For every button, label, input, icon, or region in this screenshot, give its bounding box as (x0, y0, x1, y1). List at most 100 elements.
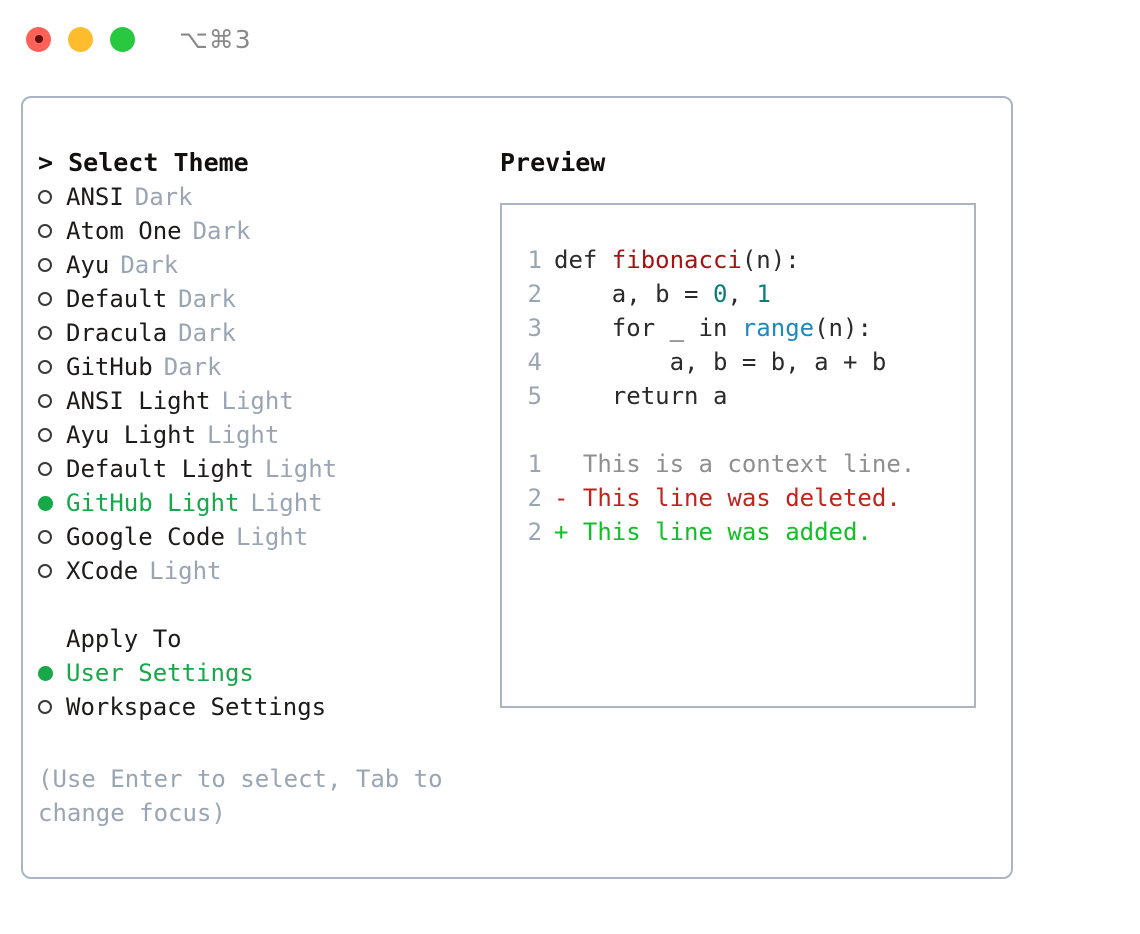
theme-variant-badge: Dark (192, 217, 251, 245)
code-text: a, b = 0, 1 (554, 277, 771, 311)
radio-mark (38, 190, 52, 204)
code-token-plain: a, b = (554, 280, 713, 308)
apply-to-label: User Settings (66, 659, 254, 687)
theme-variant-badge: Dark (178, 319, 236, 347)
diff-text-del: - This line was deleted. (554, 484, 901, 512)
diff-text-add: + This line was added. (554, 518, 872, 546)
radio-unselected-icon[interactable] (38, 520, 66, 554)
theme-variant-badge: Light (235, 523, 309, 551)
apply-to-option[interactable]: Workspace Settings (38, 690, 488, 724)
radio-selected-icon[interactable] (38, 656, 66, 690)
radio-unselected-icon[interactable] (38, 452, 66, 486)
radio-mark (38, 564, 52, 578)
radio-mark (38, 462, 52, 476)
theme-variant-badge: Light (264, 455, 338, 483)
select-theme-heading: > Select Theme (38, 148, 249, 177)
radio-mark (38, 394, 52, 408)
apply-to-heading: Apply To (66, 625, 182, 653)
radio-unselected-icon[interactable] (38, 350, 66, 384)
keyboard-hint-text: (Use Enter to select, Tab to change focu… (38, 765, 458, 827)
code-token-plain: return a (554, 382, 728, 410)
theme-name: Dracula (66, 319, 168, 347)
code-text: def fibonacci(n): (554, 243, 800, 277)
theme-name: Default (66, 285, 168, 313)
theme-name: Default Light (66, 455, 254, 483)
radio-unselected-icon[interactable] (38, 180, 66, 214)
code-text: a, b = b, a + b (554, 345, 887, 379)
line-number: 3 (527, 314, 542, 342)
radio-unselected-icon[interactable] (38, 316, 66, 350)
code-diff-gap (516, 413, 974, 447)
code-token-plain: def (554, 246, 612, 274)
theme-row[interactable]: ANSI Dark (38, 180, 488, 214)
code-text: return a (554, 379, 728, 413)
theme-variant-badge: Light (149, 557, 222, 585)
theme-variant-badge: Light (221, 387, 294, 415)
recording-indicator-icon (34, 35, 43, 43)
theme-name: Atom One (66, 217, 182, 245)
radio-unselected-icon[interactable] (38, 690, 66, 724)
theme-row[interactable]: Default Dark (38, 282, 488, 316)
line-number: 2 (527, 518, 542, 546)
theme-row[interactable]: Dracula Dark (38, 316, 488, 350)
code-token-call: range (741, 314, 815, 342)
theme-name: Google Code (66, 523, 225, 551)
radio-mark (38, 428, 52, 442)
theme-name: GitHub (66, 353, 153, 381)
radio-unselected-icon[interactable] (38, 384, 66, 418)
code-line: 2 a, b = 0, 1 (516, 277, 974, 311)
line-number: 1 (527, 450, 542, 478)
radio-unselected-icon[interactable] (38, 418, 66, 452)
theme-row[interactable]: Default Light Light (38, 452, 488, 486)
radio-mark (38, 360, 52, 374)
theme-variant-badge: Dark (178, 285, 236, 313)
theme-row[interactable]: Atom One Dark (38, 214, 488, 248)
code-line: 4 a, b = b, a + b (516, 345, 974, 379)
theme-variant-badge: Light (207, 421, 280, 449)
code-token-plain: for _ in (554, 314, 742, 342)
code-token-plain: (n): (814, 314, 872, 342)
radio-unselected-icon[interactable] (38, 214, 66, 248)
title-bar: ⌥⌘3 (0, 0, 1140, 78)
code-token-plain: (n): (741, 246, 800, 274)
code-token-plain: a, b = b, a + b (554, 348, 887, 376)
theme-row[interactable]: Google Code Light (38, 520, 488, 554)
line-number: 4 (527, 348, 542, 376)
radio-mark (38, 258, 52, 272)
minimize-button[interactable] (68, 26, 93, 52)
diff-text-ctx: This is a context line. (554, 450, 916, 478)
radio-mark (38, 495, 53, 511)
radio-mark (38, 292, 52, 306)
maximize-button[interactable] (110, 26, 135, 52)
line-number: 5 (527, 382, 542, 410)
radio-unselected-icon[interactable] (38, 554, 66, 588)
theme-variant-badge: Dark (134, 183, 193, 211)
radio-unselected-icon[interactable] (38, 248, 66, 282)
diff-line: 2 + This line was added. (516, 515, 974, 549)
theme-name: ANSI (66, 183, 124, 211)
apply-to-option[interactable]: User Settings (38, 656, 488, 690)
radio-unselected-icon[interactable] (38, 282, 66, 316)
radio-mark (38, 665, 53, 681)
code-line: 5 return a (516, 379, 974, 413)
list-spacer (38, 588, 488, 622)
close-button[interactable] (26, 26, 51, 52)
radio-selected-icon[interactable] (38, 486, 66, 520)
diff-sample: 1 This is a context line. 2 - This line wa… (516, 447, 974, 549)
theme-name: Ayu (66, 251, 110, 279)
radio-mark (38, 326, 52, 340)
